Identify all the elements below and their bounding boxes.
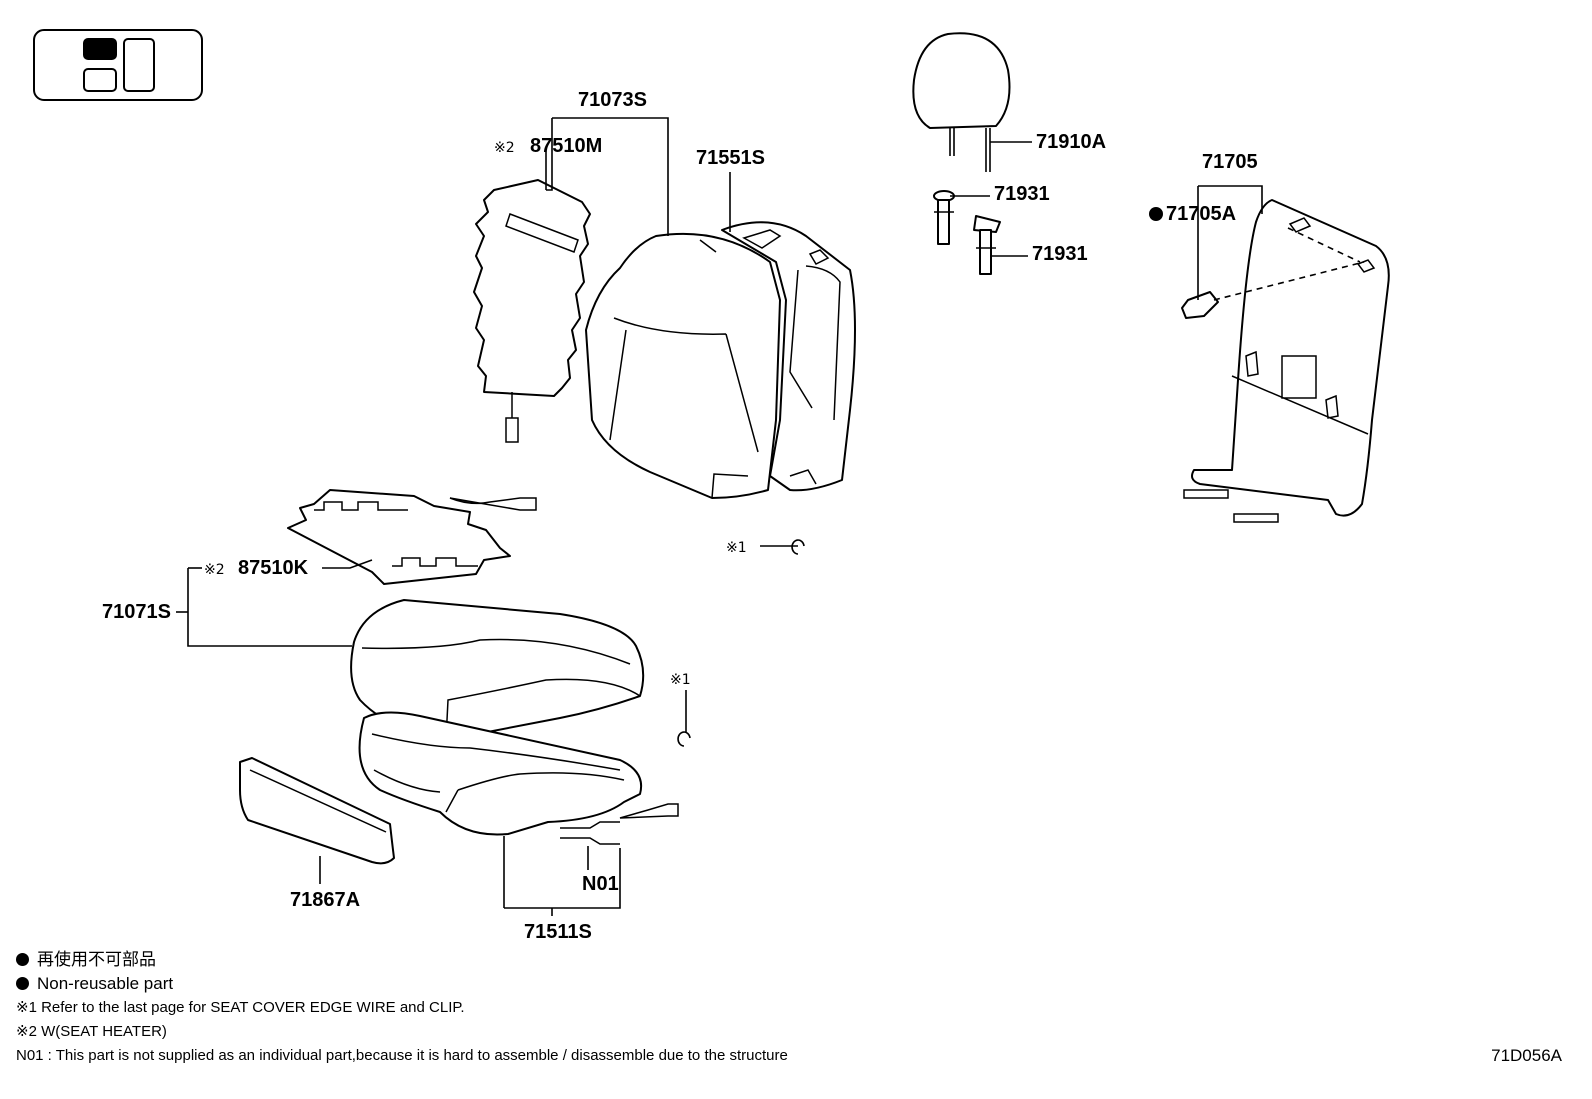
label-71705A: 71705A (1166, 203, 1236, 225)
nonreusable-dot-icon (1149, 207, 1163, 221)
ref-mark-1-lower: ※1 (670, 672, 691, 688)
cushion-heater-87510K (287, 489, 537, 585)
headrest-support-71931-lower (973, 215, 1001, 275)
note-ref-2: ※2 W(SEAT HEATER) (16, 1023, 167, 1040)
label-71071S: 71071S (102, 601, 171, 623)
legend-notes: 再使用不可部品 Non-reusable part ※1 Refer to th… (16, 948, 788, 1068)
label-71511S: 71511S (524, 921, 592, 943)
nonreusable-dot-icon (16, 977, 29, 990)
label-71867A: 71867A (290, 889, 360, 911)
label-71910A: 71910A (1036, 131, 1106, 153)
note-n01: N01 : This part is not supplied as an in… (16, 1047, 788, 1064)
label-N01: N01 (582, 873, 619, 895)
label-87510M: 87510M (530, 135, 602, 157)
label-71705: 71705 (1202, 151, 1258, 173)
seat-shield-71867A (239, 757, 395, 865)
seat-location-icon (33, 29, 203, 101)
headrest-71910A (912, 32, 1011, 172)
note-ref-1: ※1 Refer to the last page for SEAT COVER… (16, 999, 465, 1016)
ref-mark-1-upper: ※1 (726, 540, 747, 556)
label-71931-lower: 71931 (1032, 243, 1088, 265)
board-clip-71705A (1181, 291, 1219, 319)
note-nonreusable-jp: 再使用不可部品 (16, 948, 788, 972)
nonreusable-dot-icon (16, 953, 29, 966)
seatback-pad-71551S (721, 221, 856, 492)
label-71931-upper: 71931 (994, 183, 1050, 205)
label-87510K: 87510K (238, 557, 309, 579)
ref-mark-2-cushion: ※2 (204, 562, 225, 578)
cushion-cover-71071S (350, 599, 645, 741)
label-71551S: 71551S (696, 147, 765, 169)
diagram-code: 71D056A (1491, 1046, 1562, 1065)
seatback-heater-87510M (473, 179, 591, 443)
note-nonreusable-en: Non-reusable part (16, 972, 788, 996)
edge-clip-icon-lower (677, 731, 691, 747)
seatback-board-71705 (1183, 199, 1390, 523)
cushion-pad-71511S (358, 711, 679, 845)
seatback-cover-71073S (585, 232, 781, 499)
headrest-support-71931-upper (933, 190, 955, 245)
ref-mark-2-seatback: ※2 (494, 140, 515, 156)
leader-lines (176, 117, 1263, 916)
edge-clip-icon-upper (791, 539, 805, 555)
label-71073S: 71073S (578, 89, 647, 111)
